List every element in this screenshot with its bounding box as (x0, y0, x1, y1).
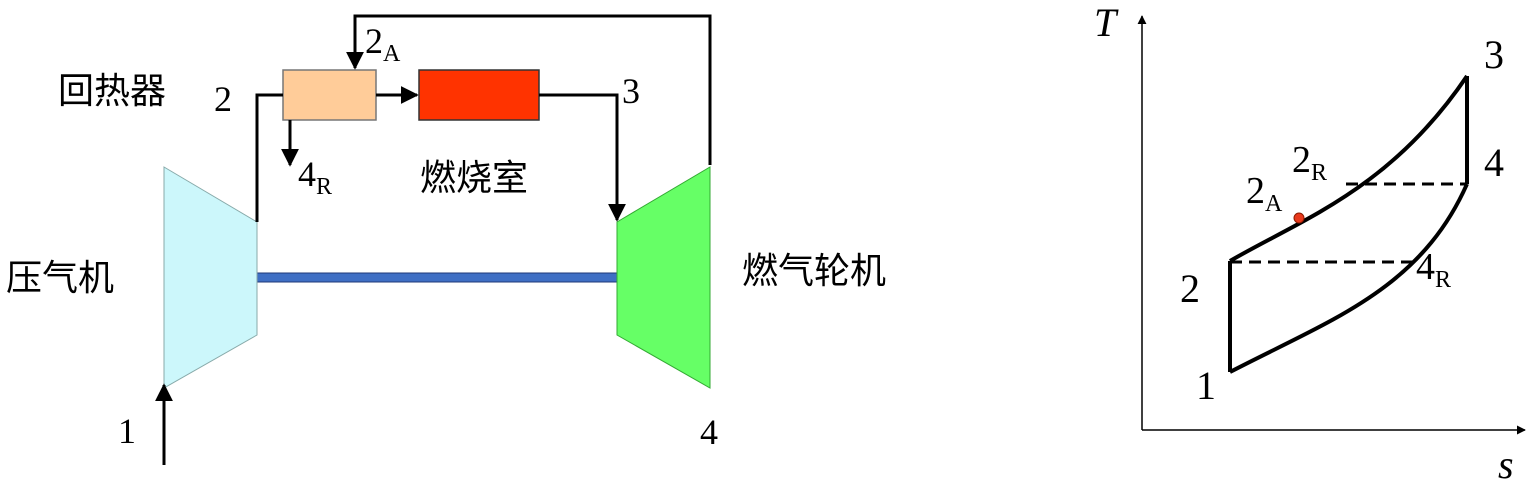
ts-state-4R-subscript: R (1435, 267, 1451, 293)
state-4-label: 4 (700, 412, 718, 452)
turbine-label: 燃气轮机 (742, 251, 886, 292)
combustor-to-turbine-pipe (539, 93, 626, 222)
ts-state-2A-label: 2A (1246, 170, 1283, 217)
schematic: 回热器 燃烧室 压气机 燃气轮机 1 2 3 4 2A 4R (6, 14, 886, 465)
process-2-3 (1228, 74, 1469, 263)
ts-state-2A-subscript: A (1265, 191, 1283, 217)
state-2-label: 2 (214, 79, 232, 119)
state-4R-label: 4R (298, 154, 332, 200)
state-2A-main: 2 (365, 21, 383, 61)
ts-diagram: T s 1 2 3 4 2A 2R 4R (1094, 0, 1526, 483)
state-1-label: 1 (118, 411, 136, 451)
ts-state-2A-main: 2 (1246, 170, 1265, 212)
point-2A-marker (1293, 212, 1305, 224)
ts-state-1-label: 1 (1196, 363, 1216, 408)
ts-state-4R-main: 4 (1416, 246, 1435, 288)
turbine (616, 166, 711, 389)
x-axis-label: s (1498, 442, 1514, 483)
ts-state-3-label: 3 (1484, 32, 1504, 77)
state-2A-label: 2A (365, 21, 401, 67)
state-4R-subscript: R (316, 174, 332, 200)
shaft (256, 272, 618, 283)
ts-state-2R-subscript: R (1311, 160, 1327, 186)
turbine-exhaust-loop-pipe (346, 14, 712, 165)
combustor-label: 燃烧室 (420, 158, 528, 199)
combustor (418, 69, 540, 121)
process-4-1 (1229, 183, 1469, 374)
ts-state-2-label: 2 (1180, 266, 1200, 311)
compressor-label: 压气机 (6, 258, 114, 299)
regenerator (282, 69, 377, 121)
ts-state-2R-main: 2 (1292, 139, 1311, 181)
compressor-to-regenerator-pipe (255, 93, 283, 222)
y-axis-label: T (1094, 0, 1119, 45)
ts-state-2R-label: 2R (1292, 139, 1327, 186)
regenerator-label: 回热器 (58, 71, 166, 112)
ts-state-4R-label: 4R (1416, 246, 1451, 293)
state-2A-subscript: A (383, 41, 401, 67)
compressor (163, 166, 258, 389)
state-4R-main: 4 (298, 154, 316, 194)
ts-state-4-label: 4 (1484, 140, 1504, 185)
state-3-label: 3 (622, 71, 640, 111)
